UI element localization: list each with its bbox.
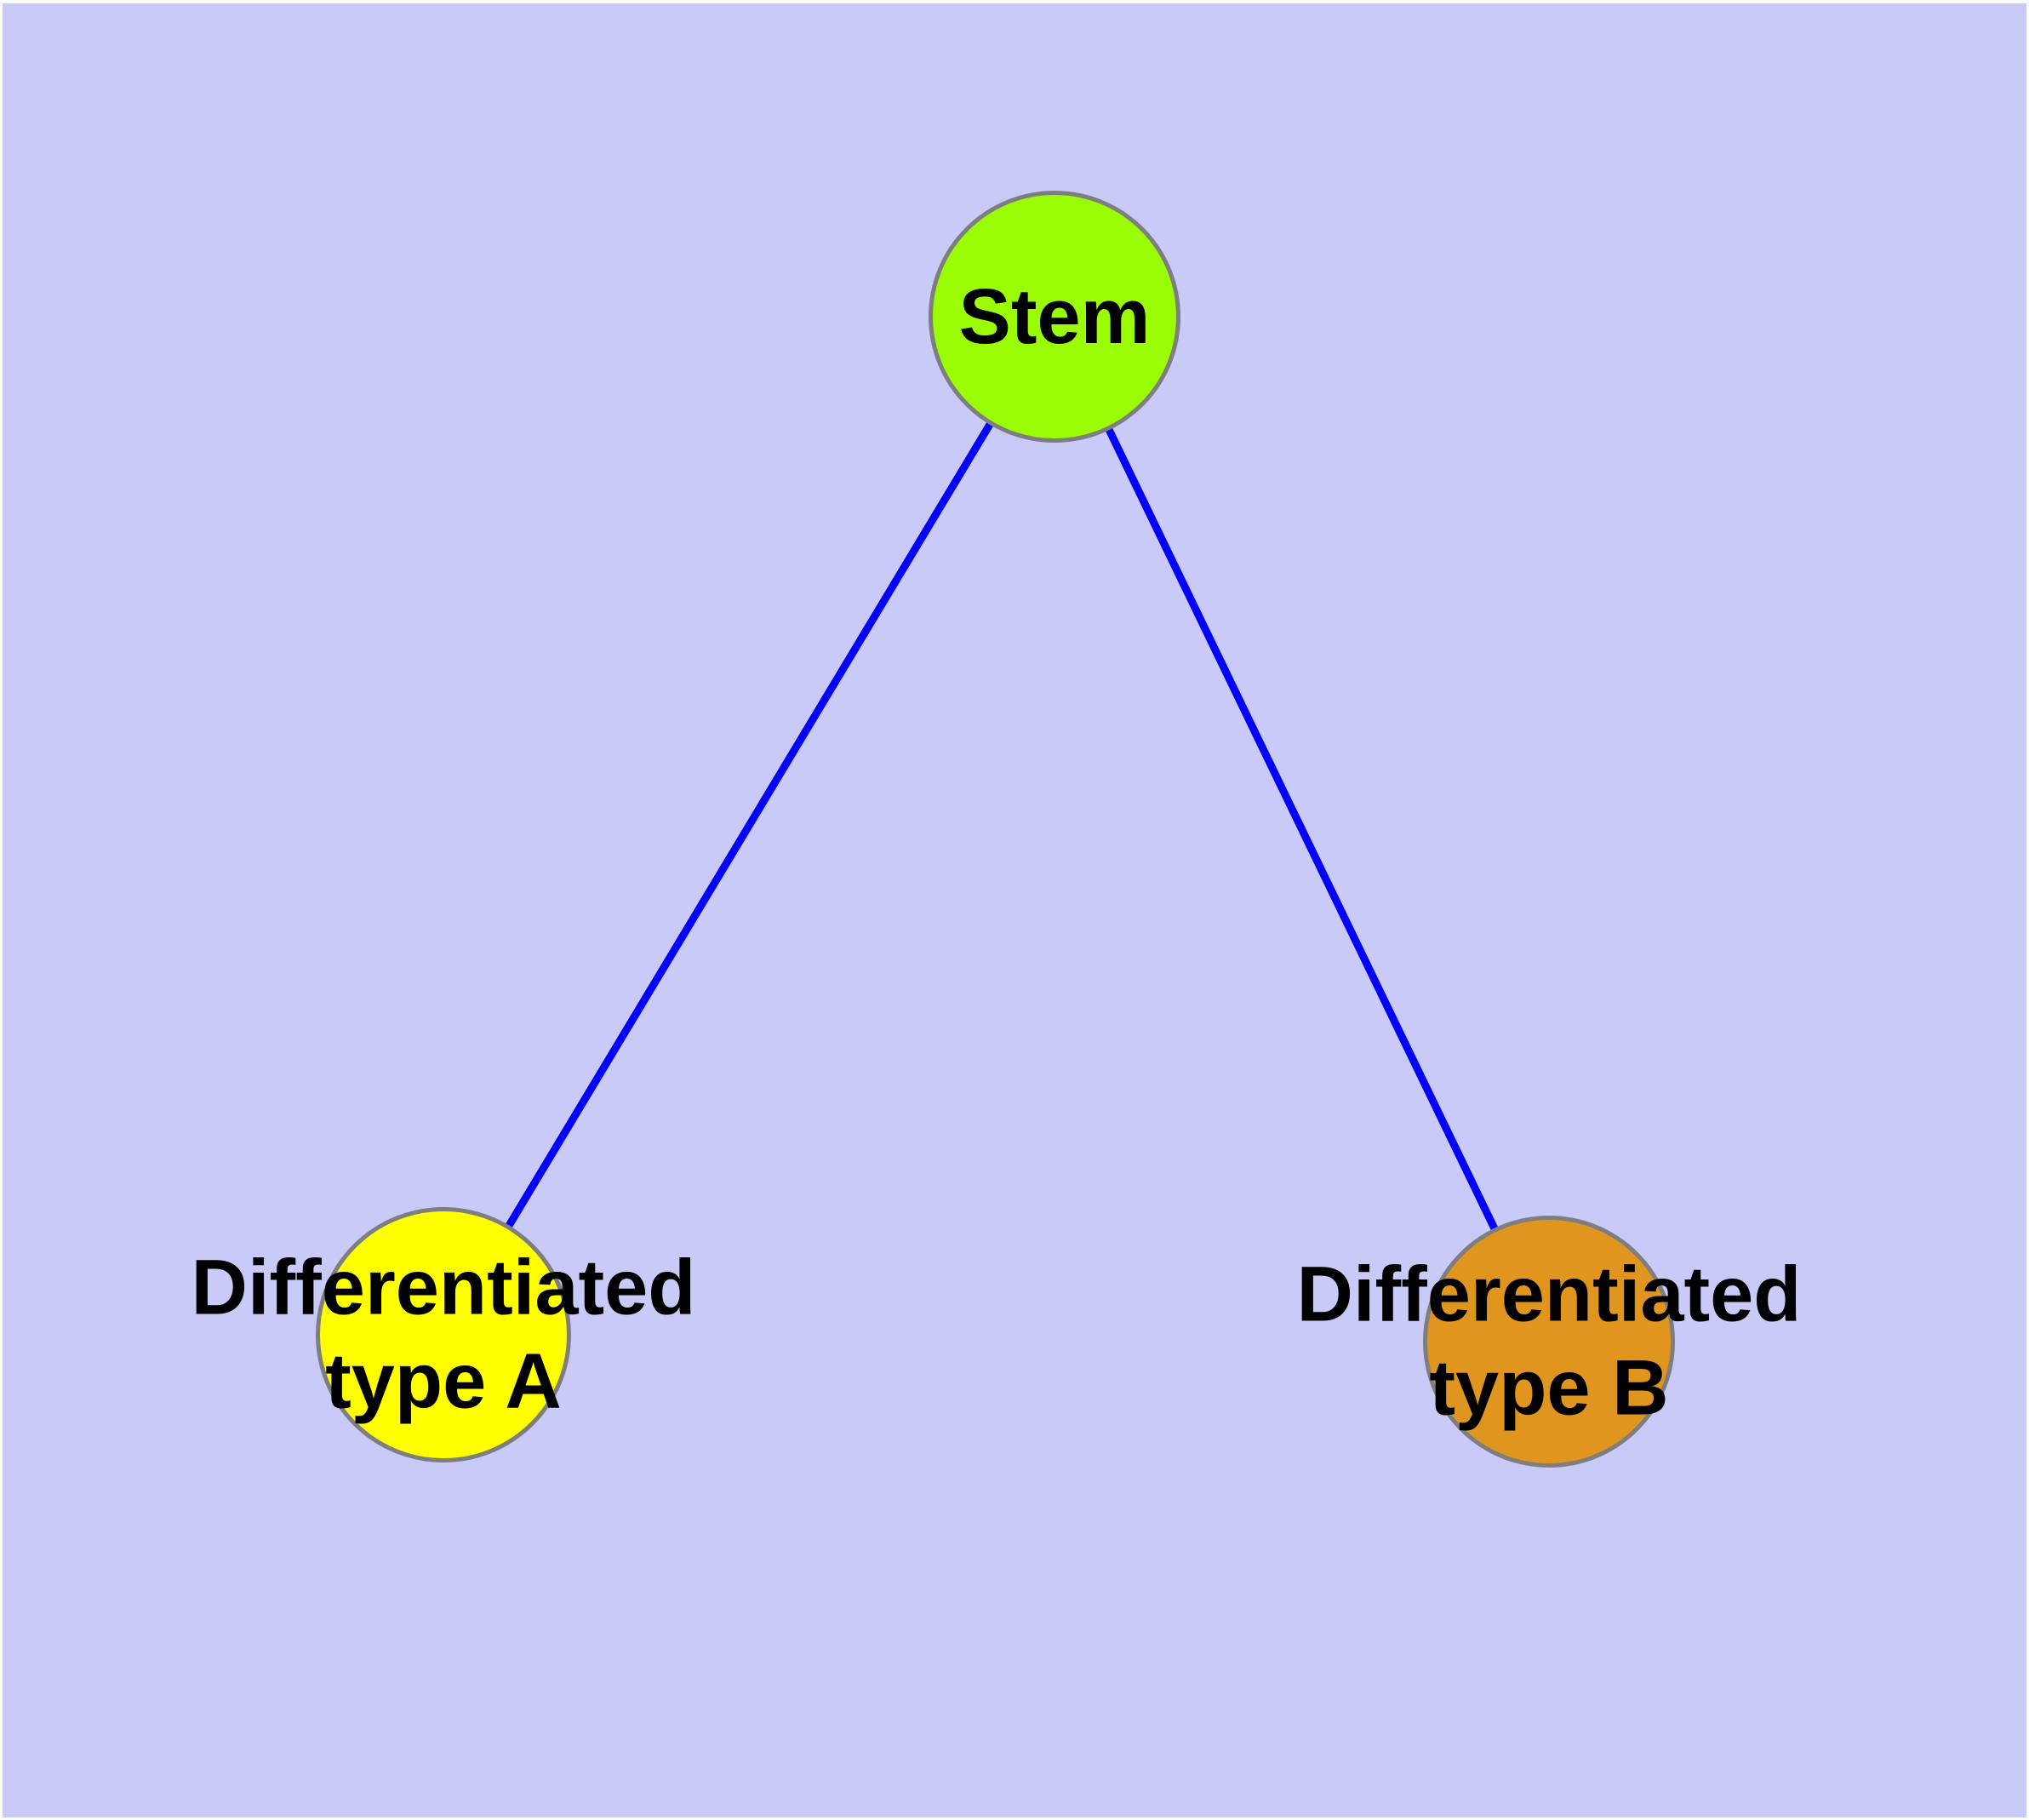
node-stem-circle xyxy=(929,191,1180,443)
node-stem-label: Stem xyxy=(958,272,1151,360)
diagram-canvas: Stem Differentiated type A Differentiate… xyxy=(3,3,2026,1817)
node-differentiated-type-a-circle xyxy=(316,1207,571,1462)
node-differentiated-type-b-label: Differentiated type B xyxy=(1296,1251,1802,1432)
node-differentiated-type-b-circle xyxy=(1423,1216,1675,1468)
edge-stem-to-type-b xyxy=(1050,312,1553,1346)
edges-layer xyxy=(439,312,1553,1346)
edge-stem-to-type-a xyxy=(439,312,1059,1339)
node-differentiated-type-a-label: Differentiated type A xyxy=(191,1244,696,1425)
